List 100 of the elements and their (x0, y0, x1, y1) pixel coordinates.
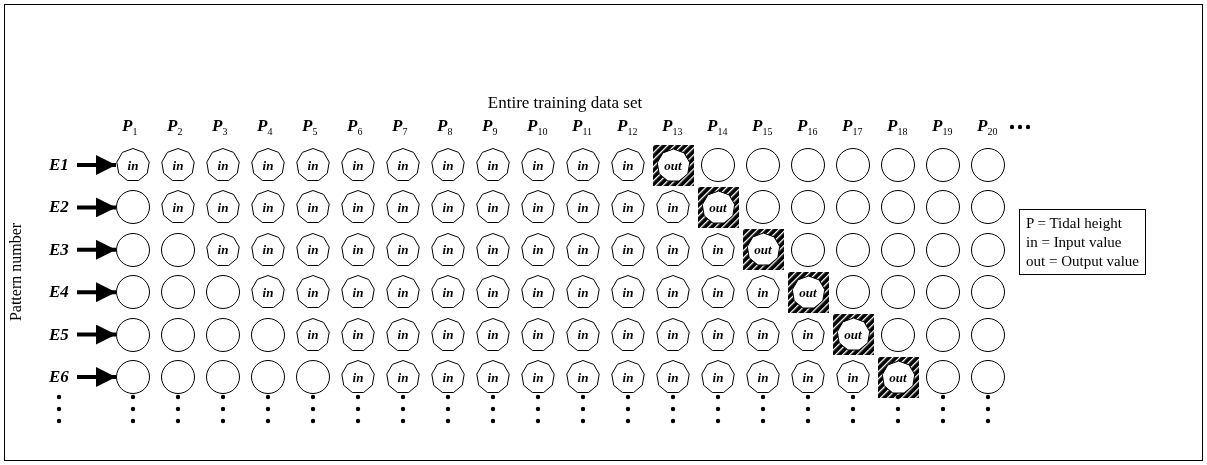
node-label: in (667, 370, 679, 384)
empty-circle (835, 147, 871, 183)
node-label: in (352, 328, 364, 342)
node-label: in (487, 370, 499, 384)
empty-circle (790, 147, 826, 183)
node-label: in (487, 328, 499, 342)
column-header: P$_{15}$ (752, 117, 773, 138)
node-label: in (172, 158, 184, 172)
node-label: in (217, 243, 229, 257)
node-label: in (712, 285, 724, 299)
node-label: in (577, 328, 589, 342)
row-label: E3 (49, 240, 69, 258)
node-label: in (622, 200, 634, 214)
column-header: P$_{10}$ (527, 117, 548, 138)
node-label: in (622, 243, 634, 257)
column-header: P$_{14}$ (707, 117, 728, 138)
row-label: E2 (49, 198, 69, 216)
node-label: in (487, 243, 499, 257)
empty-circle (970, 359, 1006, 395)
empty-circle (880, 316, 916, 353)
arrow (77, 155, 116, 175)
empty-circle (205, 316, 241, 353)
empty-circle (880, 189, 916, 226)
empty-circle (160, 359, 196, 395)
empty-circle (250, 359, 286, 395)
column-header: P$_{20}$ (977, 117, 998, 138)
node-label: out (844, 328, 862, 342)
node-label: in (667, 285, 679, 299)
node-label: in (487, 285, 499, 299)
column-header: P$_{9}$ (482, 117, 498, 138)
empty-circle (205, 359, 241, 395)
node-label: in (802, 370, 814, 384)
legend-text: out = Output value (1026, 251, 1140, 271)
column-header: P$_{16}$ (797, 117, 818, 138)
node-label: in (667, 243, 679, 257)
node-label: in (352, 285, 364, 299)
node-label: in (307, 243, 319, 257)
column-header: P$_{2}$ (167, 117, 183, 138)
node-label: out (754, 243, 772, 257)
column-header: P$_{7}$ (392, 117, 408, 138)
node-label: in (757, 370, 769, 384)
arrow (77, 282, 116, 303)
node-label: in (397, 200, 409, 214)
column-header: P$_{17}$ (842, 117, 863, 138)
empty-circle (970, 316, 1006, 353)
diagram-title: Entire training data set (486, 93, 644, 113)
empty-circle (835, 274, 871, 311)
empty-circle (700, 147, 736, 183)
empty-circle (880, 274, 916, 311)
node-label: in (307, 285, 319, 299)
column-header: P$_{18}$ (887, 117, 908, 138)
node-label: in (712, 328, 724, 342)
node-label: in (307, 200, 319, 214)
node-label: in (442, 328, 454, 342)
node-label: in (667, 200, 679, 214)
node-label: in (262, 285, 274, 299)
node-label: in (307, 158, 319, 172)
node-label: in (757, 285, 769, 299)
column-header: P$_{5}$ (302, 117, 318, 138)
node-label: in (712, 243, 724, 257)
node-label: in (802, 328, 814, 342)
empty-circle (880, 231, 916, 268)
node-label: in (127, 158, 139, 172)
column-header: P$_{4}$ (257, 117, 273, 138)
node-label: in (712, 370, 724, 384)
node-label: in (352, 243, 364, 257)
node-label: in (307, 328, 319, 342)
empty-circle (160, 274, 196, 311)
node-label: in (532, 328, 544, 342)
row-label: E6 (49, 368, 69, 385)
legend-text: P = Tidal height (1026, 214, 1123, 233)
node-label: in (442, 200, 454, 214)
node-label: in (532, 285, 544, 299)
empty-circle (880, 147, 916, 183)
node-label: out (889, 370, 907, 384)
column-header: P$_{8}$ (437, 117, 453, 138)
node-label: in (397, 243, 409, 257)
node-label: in (622, 285, 634, 299)
empty-circle (115, 316, 151, 353)
node-label: in (442, 243, 454, 257)
node-label: in (442, 370, 454, 384)
column-header: P$_{6}$ (347, 117, 363, 138)
node-label: in (262, 158, 274, 172)
empty-circle (970, 274, 1006, 311)
node-label: in (757, 328, 769, 342)
empty-circle (970, 189, 1006, 226)
empty-circle (925, 189, 961, 226)
empty-circle (115, 231, 151, 268)
node-label: in (622, 370, 634, 384)
node-label: in (577, 370, 589, 384)
empty-circle (745, 189, 781, 226)
node-label: in (577, 285, 589, 299)
node-label: out (799, 285, 817, 299)
node-label: in (262, 200, 274, 214)
node-label: in (532, 158, 544, 172)
empty-circle (250, 316, 286, 353)
node-label: in (217, 200, 229, 214)
node-label: in (487, 158, 499, 172)
node-label: in (397, 370, 409, 384)
node-label: in (847, 370, 859, 384)
